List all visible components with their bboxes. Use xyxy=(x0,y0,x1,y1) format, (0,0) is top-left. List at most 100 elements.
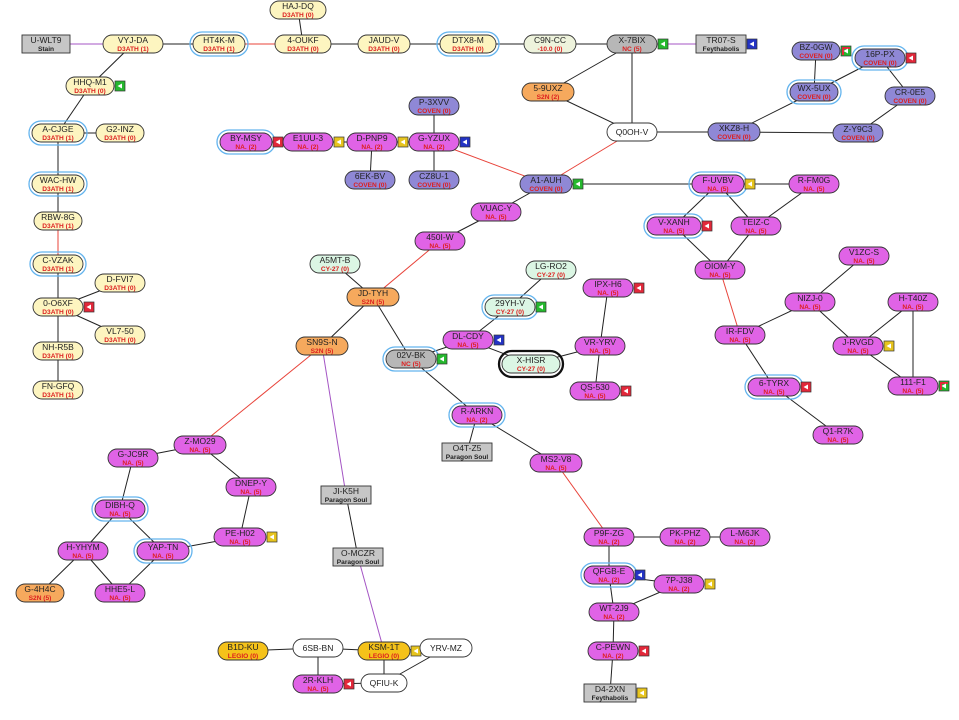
alliance-label: D3ATH (0) xyxy=(287,46,318,53)
system-oiom-y[interactable]: OIOM-YNA. (5) xyxy=(694,260,746,280)
system-450i-w[interactable]: 450I-WNA. (5) xyxy=(414,231,466,251)
alliance-label: NA. (5) xyxy=(663,228,684,235)
status-flag-icon xyxy=(620,385,632,397)
system-yrv-mz[interactable]: YRV-MZ xyxy=(419,638,473,658)
system-name: 29YH-V xyxy=(495,298,525,308)
system-c9n-cc[interactable]: C9N-CC-10.0 (0) xyxy=(523,34,577,54)
system-teiz-c[interactable]: TEIZ-CNA. (5) xyxy=(730,216,782,236)
system-dnep-y[interactable]: DNEP-YNA. (5) xyxy=(225,477,277,497)
system-qfgb-e[interactable]: QFGB-ENA. (2) xyxy=(580,562,646,588)
system-qfiu-k[interactable]: QFIU-K xyxy=(360,673,408,693)
system-29yh-v[interactable]: 29YH-VCY-27 (0) xyxy=(481,294,547,320)
system-6sb-bn[interactable]: 6SB-BN xyxy=(292,638,344,658)
system-node-shape xyxy=(646,216,702,236)
system-vuac-y[interactable]: VUAC-YNA. (5) xyxy=(470,202,522,222)
system-hhe5-l[interactable]: HHE5-LNA. (5) xyxy=(94,583,146,603)
system-dibh-q[interactable]: DIBH-QNA. (5) xyxy=(91,496,149,522)
system-a5mt-b[interactable]: A5MT-BCY-27 (0) xyxy=(309,254,361,274)
system-e1uu-3[interactable]: E1UU-3NA. (2) xyxy=(282,132,345,152)
system-nizj-0[interactable]: NIZJ-0NA. (5) xyxy=(784,292,836,312)
alliance-label: -10.0 (0) xyxy=(538,46,563,53)
system-q0oh-v[interactable]: Q0OH-V xyxy=(606,122,658,142)
system-v1zc-s[interactable]: V1ZC-SNA. (5) xyxy=(838,246,890,266)
system-node-shape xyxy=(408,132,460,152)
system-node-shape xyxy=(587,641,639,661)
alliance-label: NA. (5) xyxy=(584,393,605,400)
